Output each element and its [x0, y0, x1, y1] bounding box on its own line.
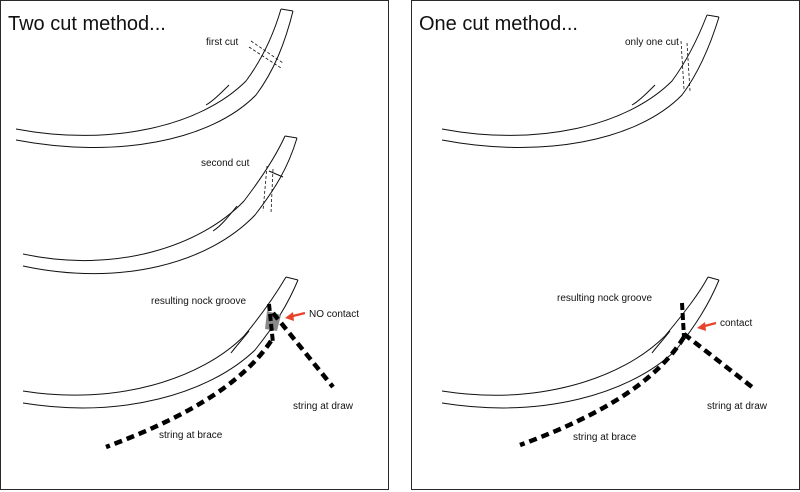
- no-contact-label: NO contact: [309, 309, 359, 320]
- only-one-cut-label: only one cut: [625, 37, 679, 48]
- string-at-draw-line-right: [682, 332, 754, 389]
- first-cut-mark: [248, 40, 284, 69]
- two-cut-title: Two cut method...: [8, 13, 166, 35]
- one-cut-panel: One cut method... only one cut result: [411, 0, 800, 490]
- two-cut-diagram: first cut second cut: [15, 8, 359, 450]
- nock-groove-edge: [267, 303, 275, 344]
- second-cut-mark: [262, 165, 274, 214]
- one-cut-title: One cut method...: [419, 13, 578, 35]
- resulting-groove-label-left: resulting nock groove: [151, 296, 246, 307]
- string-at-brace-label-right: string at brace: [573, 432, 637, 443]
- two-cut-panel: Two cut method... first cut second cut: [0, 0, 389, 490]
- string-at-brace-label-left: string at brace: [159, 430, 223, 441]
- string-at-draw-line: [271, 311, 335, 389]
- string-at-draw-label-right: string at draw: [707, 401, 768, 412]
- nock-groove-edge-right: [680, 302, 686, 338]
- limb-second-cut: second cut: [22, 135, 298, 275]
- limb-only-one-cut: only one cut: [441, 14, 720, 148]
- string-at-draw-label-left: string at draw: [293, 401, 354, 412]
- limb-result-right: resulting nock groove contact string at …: [441, 276, 768, 448]
- contact-label: contact: [720, 318, 752, 329]
- limb-first-cut: first cut: [15, 8, 294, 148]
- contact-arrow-icon: [697, 321, 717, 331]
- only-cut-mark: [680, 40, 691, 92]
- limb-result: resulting nock groove NO contact string …: [22, 276, 359, 450]
- no-contact-arrow-icon: [285, 311, 306, 321]
- first-cut-label: first cut: [206, 37, 238, 48]
- one-cut-diagram: only one cut resulting nock groove conta…: [441, 14, 768, 448]
- resulting-groove-label-right: resulting nock groove: [557, 293, 652, 304]
- string-at-brace-line: [105, 339, 273, 450]
- second-cut-label: second cut: [201, 158, 250, 169]
- string-at-brace-line-right: [519, 335, 686, 448]
